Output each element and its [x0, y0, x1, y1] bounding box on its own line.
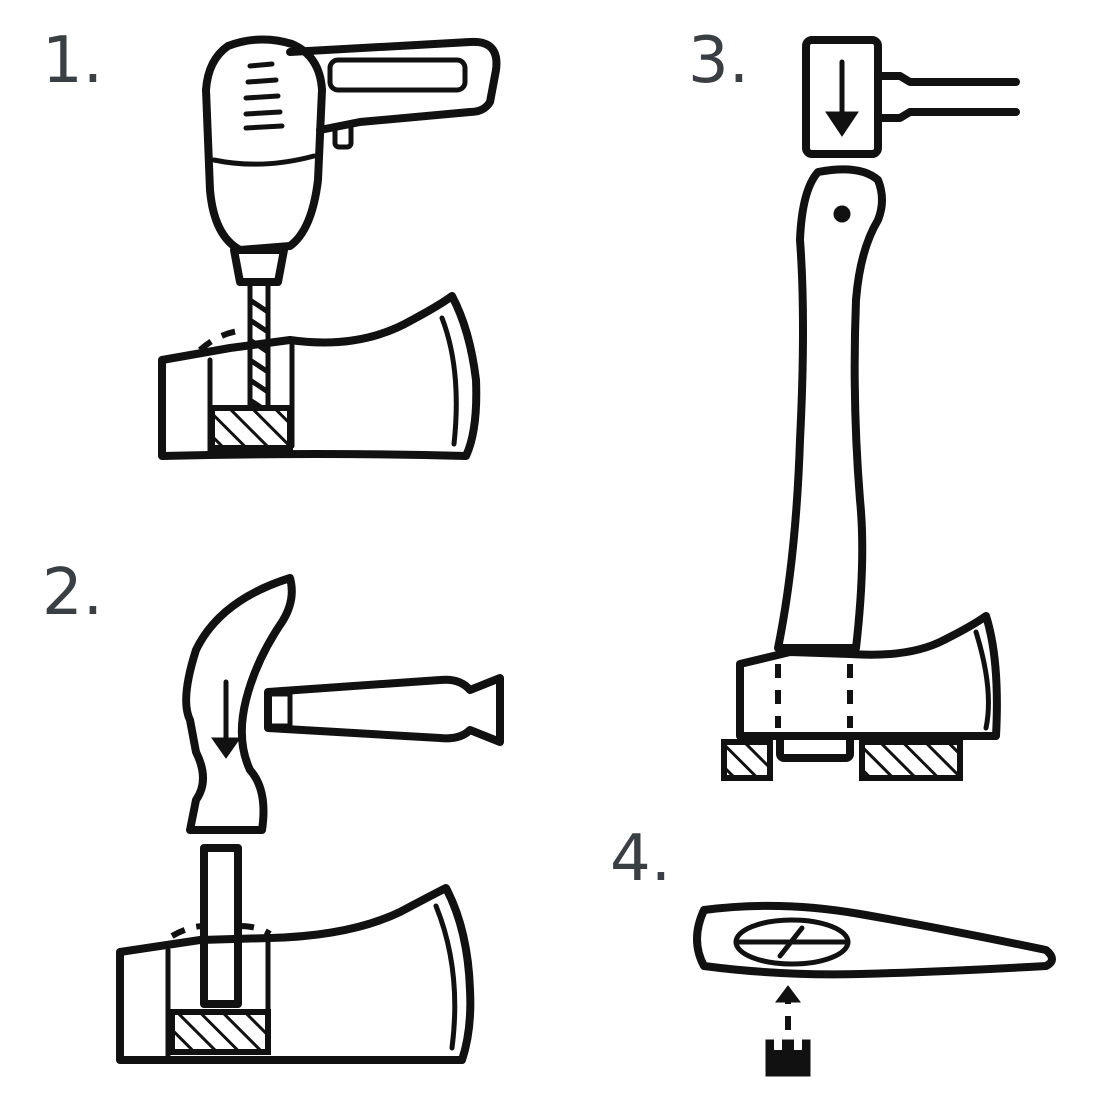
- step-4-wedge-illustration: [693, 901, 1056, 1077]
- axe-blade-edge-1: [439, 315, 459, 447]
- step-3-axe-illustration: [721, 36, 1020, 781]
- wedge-hatch-1: [209, 405, 293, 451]
- pin: [200, 844, 242, 1008]
- step-1-number: 1.: [42, 24, 103, 98]
- step-4-number: 4.: [610, 822, 671, 896]
- step-3-number: 3.: [688, 24, 749, 98]
- drill-body-seam: [211, 153, 317, 167]
- mallet-handle: [874, 72, 1020, 122]
- hammer-down-arrow-icon: [211, 737, 241, 759]
- axe-head-3: [736, 612, 1001, 740]
- handle-end: [776, 732, 854, 762]
- support-block-right: [859, 739, 963, 781]
- step-2-hammer-illustration: [116, 574, 504, 1065]
- axe-blade-edge-2: [433, 903, 458, 1051]
- support-block-left: [721, 739, 773, 781]
- step-2-number: 2.: [42, 556, 103, 630]
- insert-up-arrow-icon: [775, 985, 801, 1003]
- handle-end-view: [693, 901, 1056, 979]
- axe-handle-3: [774, 165, 886, 652]
- drill-trigger: [332, 122, 354, 150]
- drill-handle: [286, 37, 501, 134]
- drill-vent-lines: [243, 61, 285, 131]
- drill-trigger-slot: [327, 57, 468, 93]
- drill-chuck: [230, 246, 288, 286]
- mallet-down-arrow-icon: [825, 111, 859, 137]
- handle-hole: [833, 205, 851, 223]
- wedge-hatch-2: [169, 1009, 271, 1055]
- wedge-block: [765, 1039, 811, 1077]
- mallet-head: [802, 36, 882, 158]
- drill-body: [202, 35, 326, 254]
- axe-head-1: [158, 292, 481, 460]
- step-1-drill-illustration: [158, 35, 501, 460]
- hammer-handle: [264, 674, 504, 746]
- axe-head-2: [116, 884, 475, 1065]
- hammer-head: [182, 574, 296, 834]
